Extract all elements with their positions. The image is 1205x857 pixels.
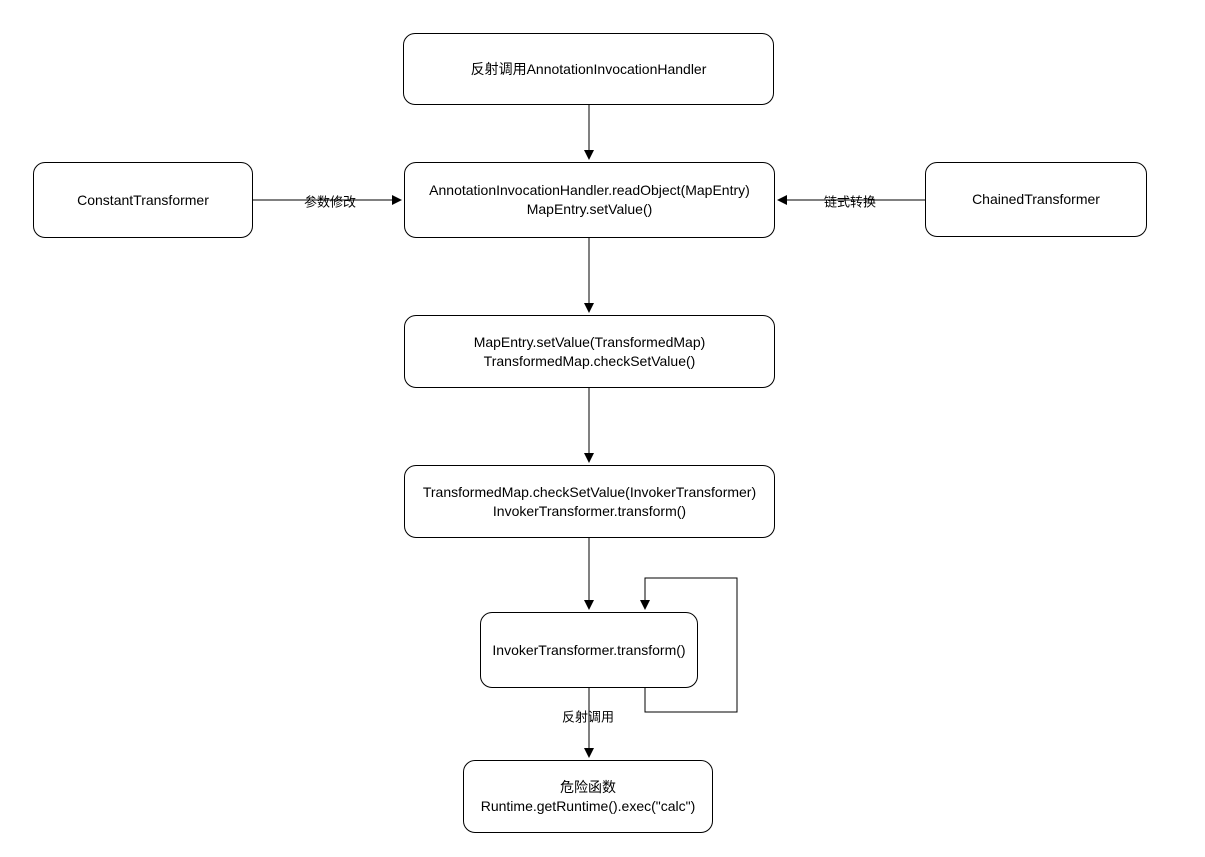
node-constant-transformer-label: ConstantTransformer bbox=[77, 191, 209, 208]
node-reflect-call-label: 反射调用AnnotationInvocationHandler bbox=[470, 60, 707, 77]
node-chained-transformer: ChainedTransformer bbox=[925, 162, 1147, 237]
node-danger-function-line2: Runtime.getRuntime().exec("calc") bbox=[480, 797, 696, 814]
node-invoker-transform: InvokerTransformer.transform() bbox=[480, 612, 698, 688]
node-constant-transformer: ConstantTransformer bbox=[33, 162, 253, 238]
node-check-set-value-line2: InvokerTransformer.transform() bbox=[492, 502, 687, 519]
node-check-set-value: TransformedMap.checkSetValue(InvokerTran… bbox=[404, 465, 775, 538]
node-map-entry-set-value-line1: MapEntry.setValue(TransformedMap) bbox=[473, 333, 706, 350]
node-reflect-call: 反射调用AnnotationInvocationHandler bbox=[403, 33, 774, 105]
node-danger-function: 危险函数 Runtime.getRuntime().exec("calc") bbox=[463, 760, 713, 833]
node-read-object-line1: AnnotationInvocationHandler.readObject(M… bbox=[429, 182, 750, 198]
node-map-entry-set-value-line2: TransformedMap.checkSetValue() bbox=[483, 352, 696, 369]
node-danger-function-line1: 危险函数 bbox=[560, 778, 616, 795]
node-chained-transformer-label: ChainedTransformer bbox=[972, 191, 1100, 207]
arrow-invoker-self-loop bbox=[640, 577, 738, 713]
node-read-object-line2: MapEntry.setValue() bbox=[526, 201, 653, 217]
node-invoker-transform-label: InvokerTransformer.transform() bbox=[492, 641, 686, 658]
node-read-object: AnnotationInvocationHandler.readObject(M… bbox=[404, 162, 775, 238]
node-check-set-value-line1: TransformedMap.checkSetValue(InvokerTran… bbox=[422, 483, 757, 500]
node-map-entry-set-value: MapEntry.setValue(TransformedMap) Transf… bbox=[404, 315, 775, 388]
